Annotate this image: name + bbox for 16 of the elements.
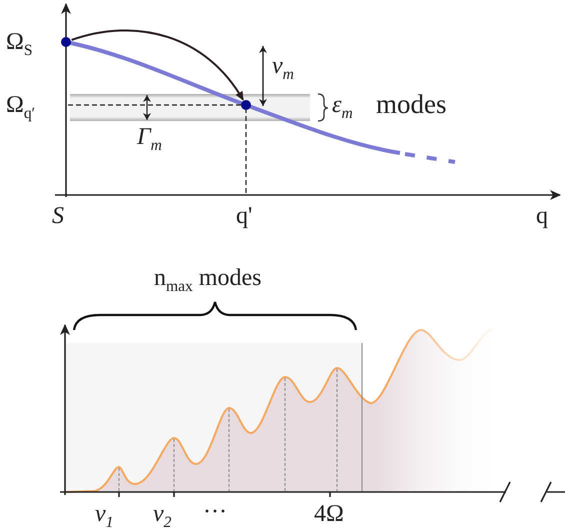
ellipsis-label: ··· bbox=[203, 500, 227, 524]
data-point bbox=[61, 37, 71, 47]
tick-label: q' bbox=[236, 204, 252, 228]
tick-label: ν$_{2}$ bbox=[153, 502, 172, 530]
curved-arrow bbox=[71, 30, 244, 101]
tick-label: ν$_{1}$ bbox=[95, 502, 114, 530]
quantity-label: ν$_{m}$ bbox=[272, 54, 294, 82]
tick-label: 4Ω bbox=[314, 502, 344, 526]
axis-label: Ω$_{q′}$ bbox=[6, 93, 36, 122]
quantity-label: Γ$_{m}$ bbox=[137, 125, 162, 154]
annotation-text: n$_{max}$ modes bbox=[154, 266, 262, 294]
label-text: modes bbox=[376, 91, 446, 118]
quantity-label: ε$_{m}$ bbox=[332, 93, 353, 122]
axis-label: Ω$_{S}$ bbox=[6, 30, 33, 58]
tick-label: S bbox=[52, 204, 64, 228]
axis-label: q bbox=[536, 204, 548, 228]
